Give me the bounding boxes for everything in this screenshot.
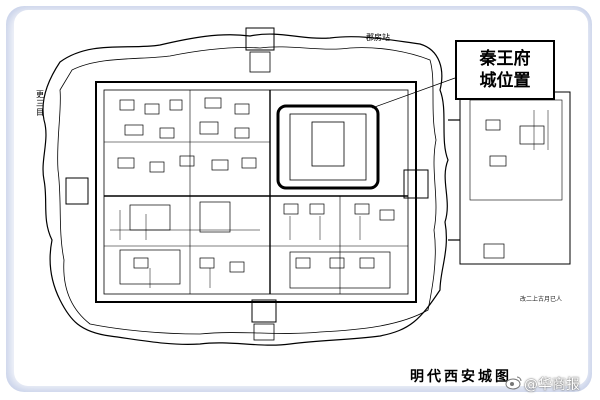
qin-palace-highlight — [276, 104, 380, 190]
callout-line-2: 城位置 — [479, 71, 531, 91]
callout-line — [371, 77, 456, 109]
north-gate-label: 郡房站 — [366, 33, 390, 42]
outer-moat — [42, 33, 449, 346]
callout-line-1: 秦王府 — [479, 49, 531, 69]
inner-moat — [57, 46, 437, 335]
city-wall — [95, 81, 417, 303]
left-note: 更三目 — [36, 90, 44, 117]
small-note: 改二上古月已人 — [520, 296, 563, 303]
weibo-icon — [505, 376, 522, 390]
east-annex — [459, 91, 571, 265]
watermark: @华商报 — [524, 377, 580, 393]
map-title: 明代西安城图 — [410, 369, 512, 385]
qin-palace-callout: 秦王府 城位置 — [455, 40, 555, 100]
